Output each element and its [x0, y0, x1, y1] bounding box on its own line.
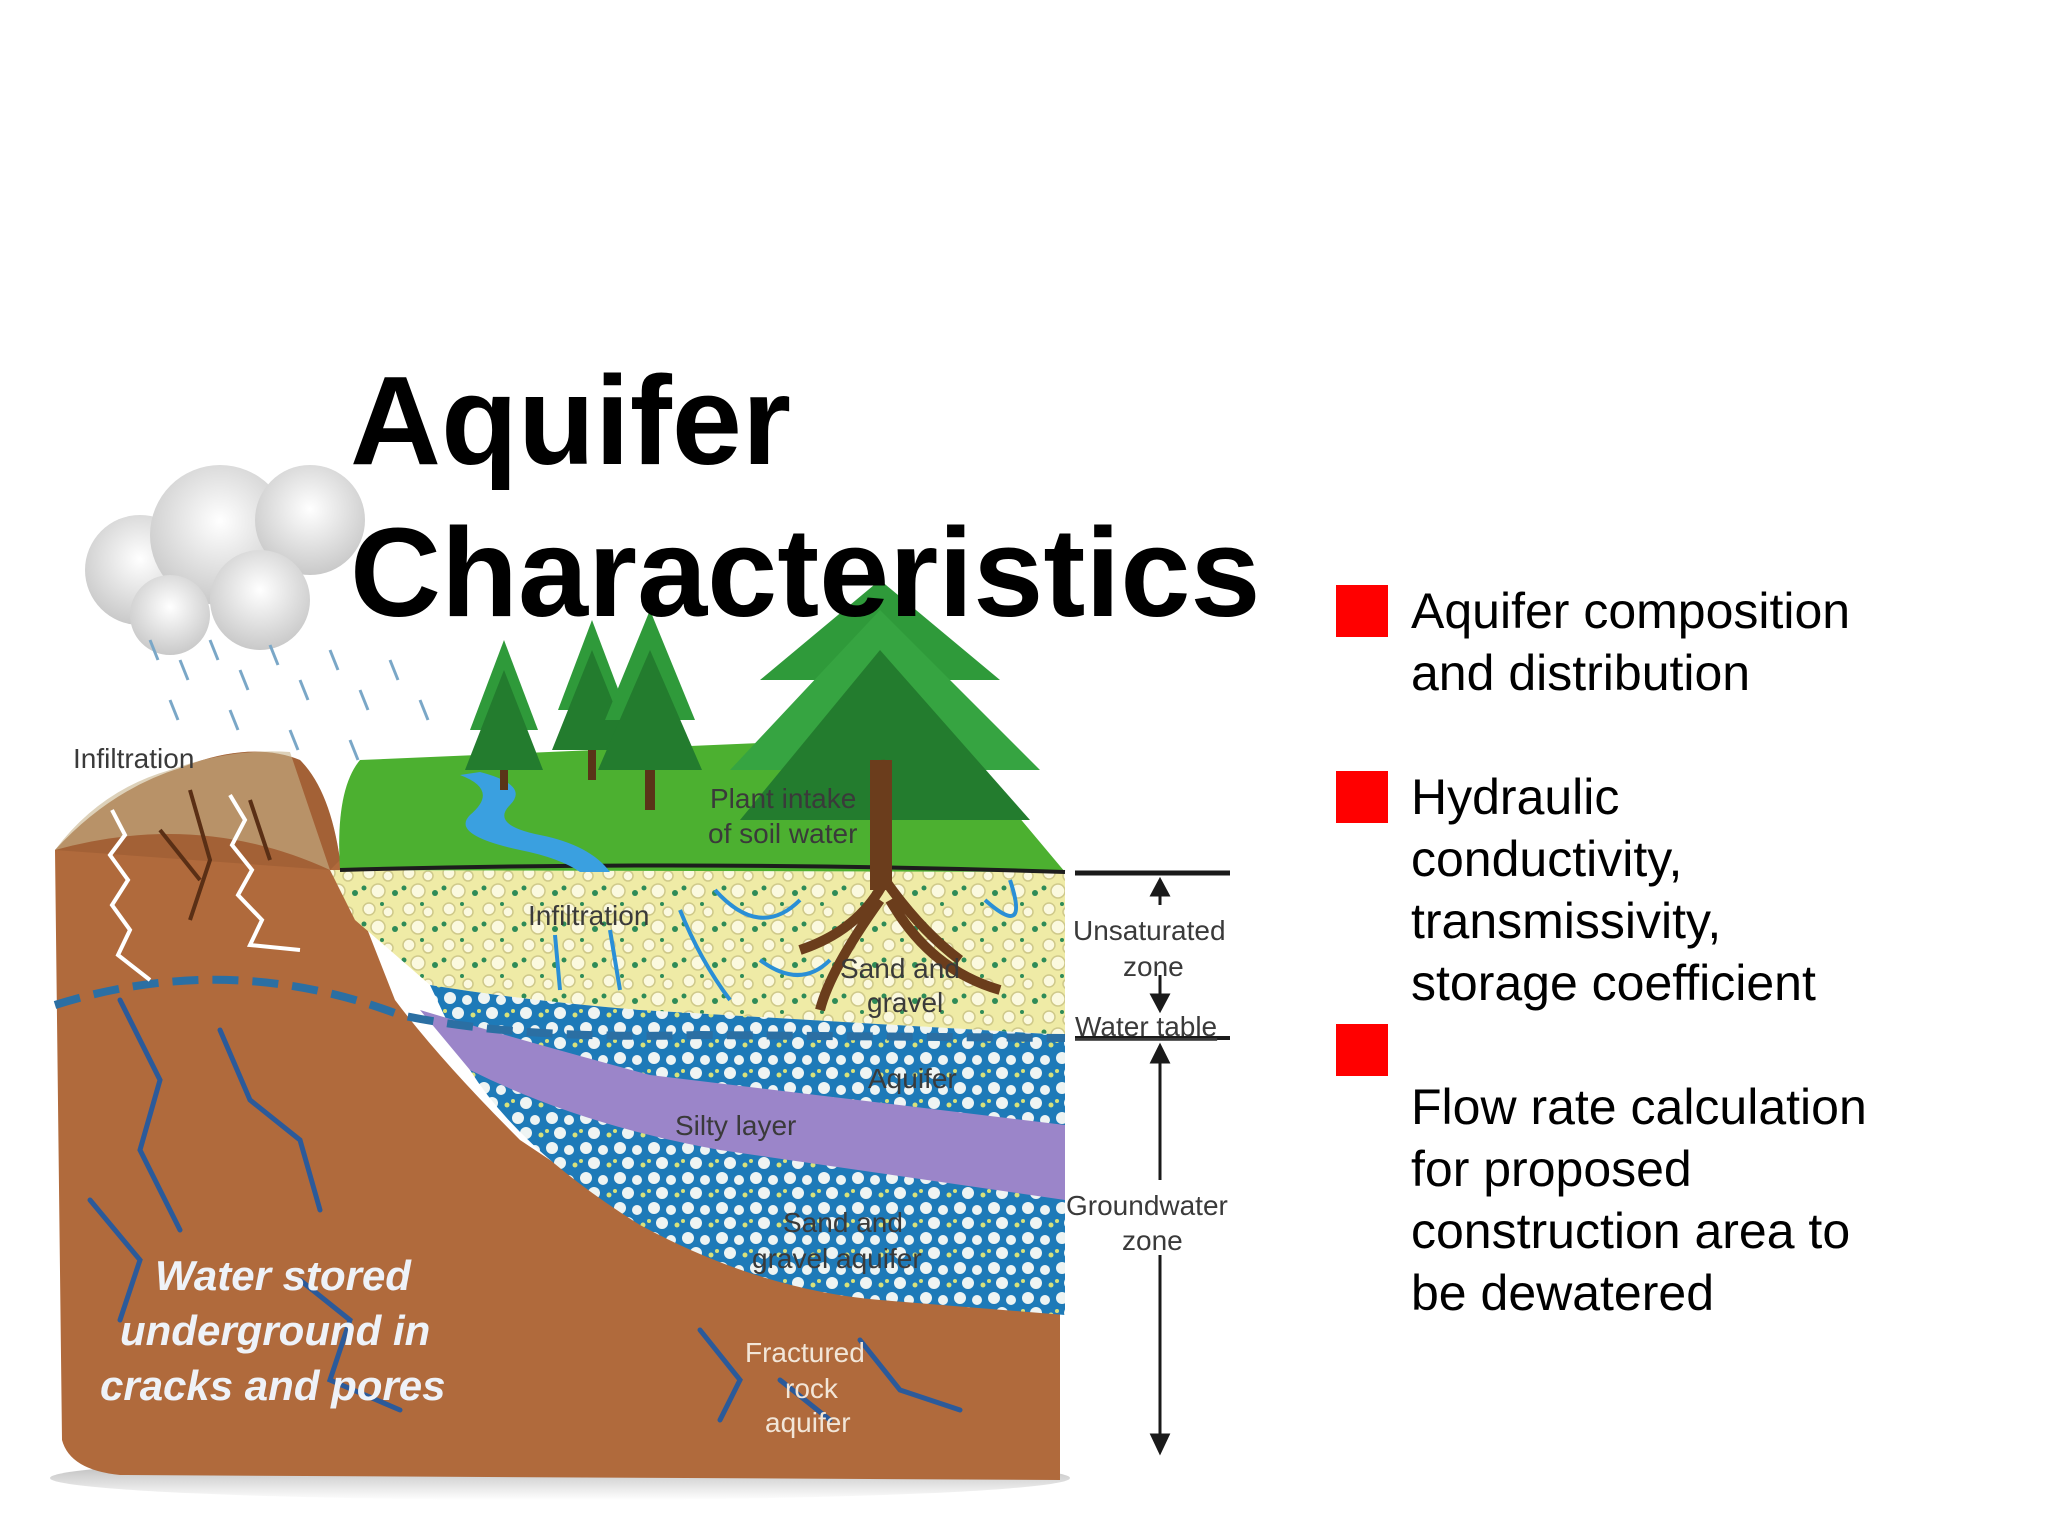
soil-infiltration-arrows: [553, 879, 1019, 1002]
label-silty-layer: Silty layer: [675, 1110, 796, 1141]
grass-edge: [339, 863, 1066, 874]
hill-roots: [158, 789, 272, 921]
bullet-square-icon: [1336, 1024, 1388, 1076]
label-fractured-3: aquifer: [765, 1407, 851, 1438]
label-unsaturated-2: zone: [1123, 951, 1184, 982]
hill-top: [55, 751, 330, 870]
rock-cracks: [87, 997, 963, 1423]
label-fractured-1: Fractured: [745, 1337, 865, 1368]
label-plant-intake-1: Plant intake: [710, 783, 856, 814]
label-groundwater-2: zone: [1122, 1225, 1183, 1256]
rain: [148, 639, 430, 761]
silty-layer: [420, 1010, 1065, 1200]
label-fractured-2: rock: [785, 1373, 839, 1404]
bullet-text: Flow rate calculation for proposed const…: [1411, 1079, 1867, 1321]
rock-body: [55, 751, 1060, 1480]
bullet-item: Hydraulic conductivity, transmissivity, …: [1336, 766, 1896, 1014]
label-groundwater-1: Groundwater: [1066, 1190, 1228, 1221]
label-unsaturated-1: Unsaturated: [1073, 915, 1226, 946]
title-line-1: Aquifer: [350, 350, 791, 491]
label-stored-1: Water stored: [155, 1252, 412, 1299]
bullet-square-icon: [1336, 771, 1388, 823]
bullet-list: Aquifer composition and distribution Hyd…: [1336, 580, 1896, 1324]
label-sg-aquifer-2: gravel aquifer: [752, 1243, 922, 1274]
small-trees: [465, 610, 702, 810]
label-infiltration-soil: Infiltration: [528, 900, 649, 931]
hill-infiltration-arrows: [107, 793, 301, 982]
title-line-2: Characteristics: [350, 502, 1261, 643]
bullet-item: Aquifer composition and distribution: [1336, 580, 1896, 704]
cloud: [85, 465, 365, 655]
bullet-square-icon: [1336, 585, 1388, 637]
slide-title: Aquifer Characteristics: [350, 345, 1261, 649]
stream: [460, 772, 610, 872]
bullet-text: Aquifer composition and distribution: [1411, 583, 1851, 701]
label-aquifer: Aquifer: [868, 1063, 957, 1094]
bullet-text: Hydraulic conductivity, transmissivity, …: [1411, 769, 1816, 1011]
label-sand-gravel-1: Sand and: [840, 953, 960, 984]
soil-layer: [330, 870, 1065, 1035]
label-water-table: Water table: [1075, 1011, 1217, 1042]
label-sand-gravel-2: gravel: [867, 987, 943, 1018]
label-sg-aquifer-1: Sand and: [783, 1207, 903, 1238]
large-tree: [730, 580, 1040, 1012]
label-stored-3: cracks and pores: [100, 1362, 446, 1409]
label-stored-2: underground in: [120, 1307, 430, 1354]
zone-markers: [1075, 870, 1230, 1456]
label-plant-intake-2: of soil water: [708, 818, 857, 849]
bullet-item: Flow rate calculation for proposed const…: [1336, 1014, 1896, 1324]
label-infiltration-hill: Infiltration: [73, 743, 194, 774]
